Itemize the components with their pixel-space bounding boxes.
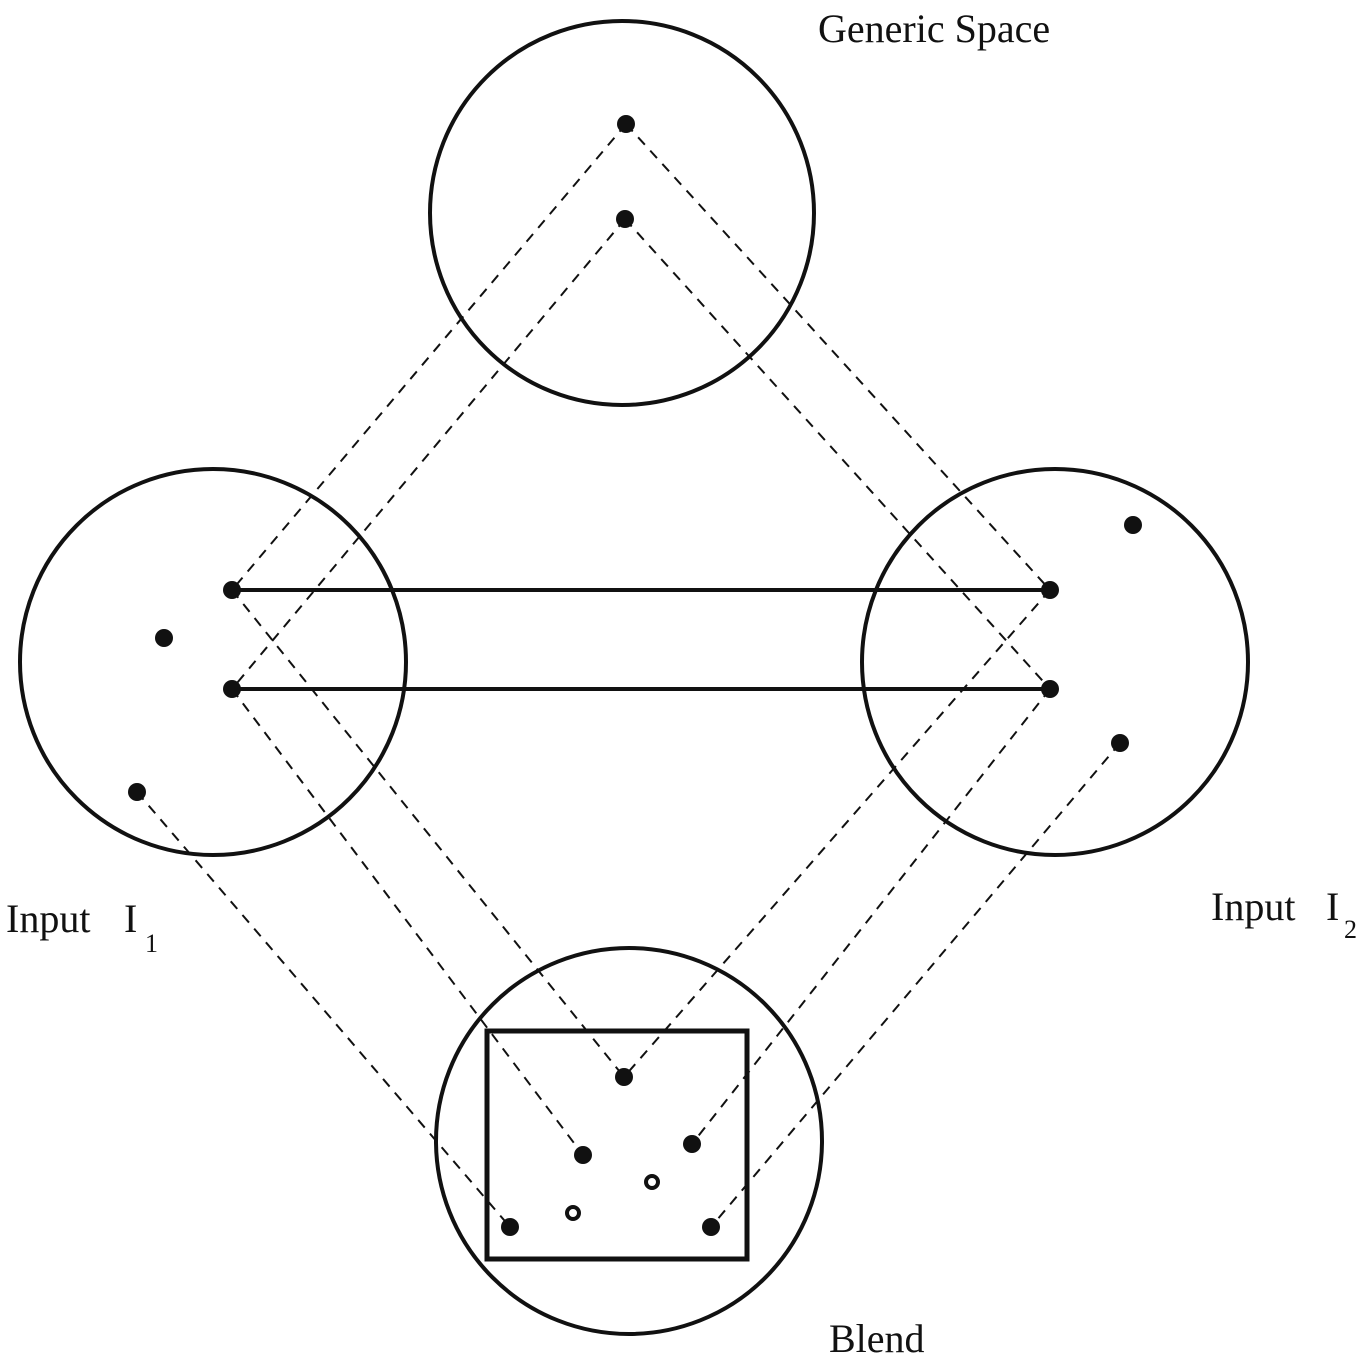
- blend-element: [501, 1218, 519, 1236]
- projection-line: [691, 688, 1051, 1145]
- input-2-label-symbol: I: [1326, 884, 1339, 929]
- input-1-element: [223, 581, 241, 599]
- input-1-element: [155, 629, 173, 647]
- projection-line: [710, 742, 1121, 1228]
- input-2-element: [1124, 516, 1142, 534]
- generic-element: [617, 115, 635, 133]
- input-2-label-text: Input: [1211, 884, 1295, 929]
- projection-line: [623, 589, 1051, 1078]
- generic-space-circle: [428, 19, 816, 407]
- emergent-structure-box: [484, 1028, 750, 1262]
- blend-circle: [434, 946, 824, 1336]
- input-1-element: [223, 680, 241, 698]
- blend-element: [683, 1135, 701, 1153]
- input-2-element: [1111, 734, 1129, 752]
- input-1-label-symbol: I: [124, 896, 137, 941]
- blend-emergent-element: [565, 1205, 581, 1221]
- input-1-element: [128, 783, 146, 801]
- input-2-circle: [860, 467, 1250, 857]
- input-1-label-subscript: 1: [145, 929, 158, 958]
- input-2-label: Input I 2: [1211, 884, 1357, 944]
- projection-line: [231, 123, 627, 591]
- blend-element: [615, 1068, 633, 1086]
- blend-element: [702, 1218, 720, 1236]
- projection-line: [625, 123, 1051, 591]
- blend-emergent-element: [644, 1174, 660, 1190]
- input-2-element: [1041, 581, 1059, 599]
- projection-line: [624, 218, 1051, 690]
- projection-line: [231, 218, 626, 690]
- generic-space-label: Generic Space: [818, 6, 1050, 51]
- input-2-element: [1041, 680, 1059, 698]
- generic-element: [616, 210, 634, 228]
- blend-label: Blend: [829, 1316, 925, 1361]
- projection-line: [231, 589, 625, 1078]
- input-1-circle: [18, 467, 408, 857]
- projection-line: [136, 791, 511, 1228]
- input-1-label: Input I 1: [6, 896, 158, 958]
- input-2-label-subscript: 2: [1344, 915, 1357, 944]
- input-1-label-text: Input: [6, 896, 90, 941]
- projection-lines: [136, 123, 1121, 1228]
- projection-line: [231, 688, 584, 1156]
- blend-element: [574, 1146, 592, 1164]
